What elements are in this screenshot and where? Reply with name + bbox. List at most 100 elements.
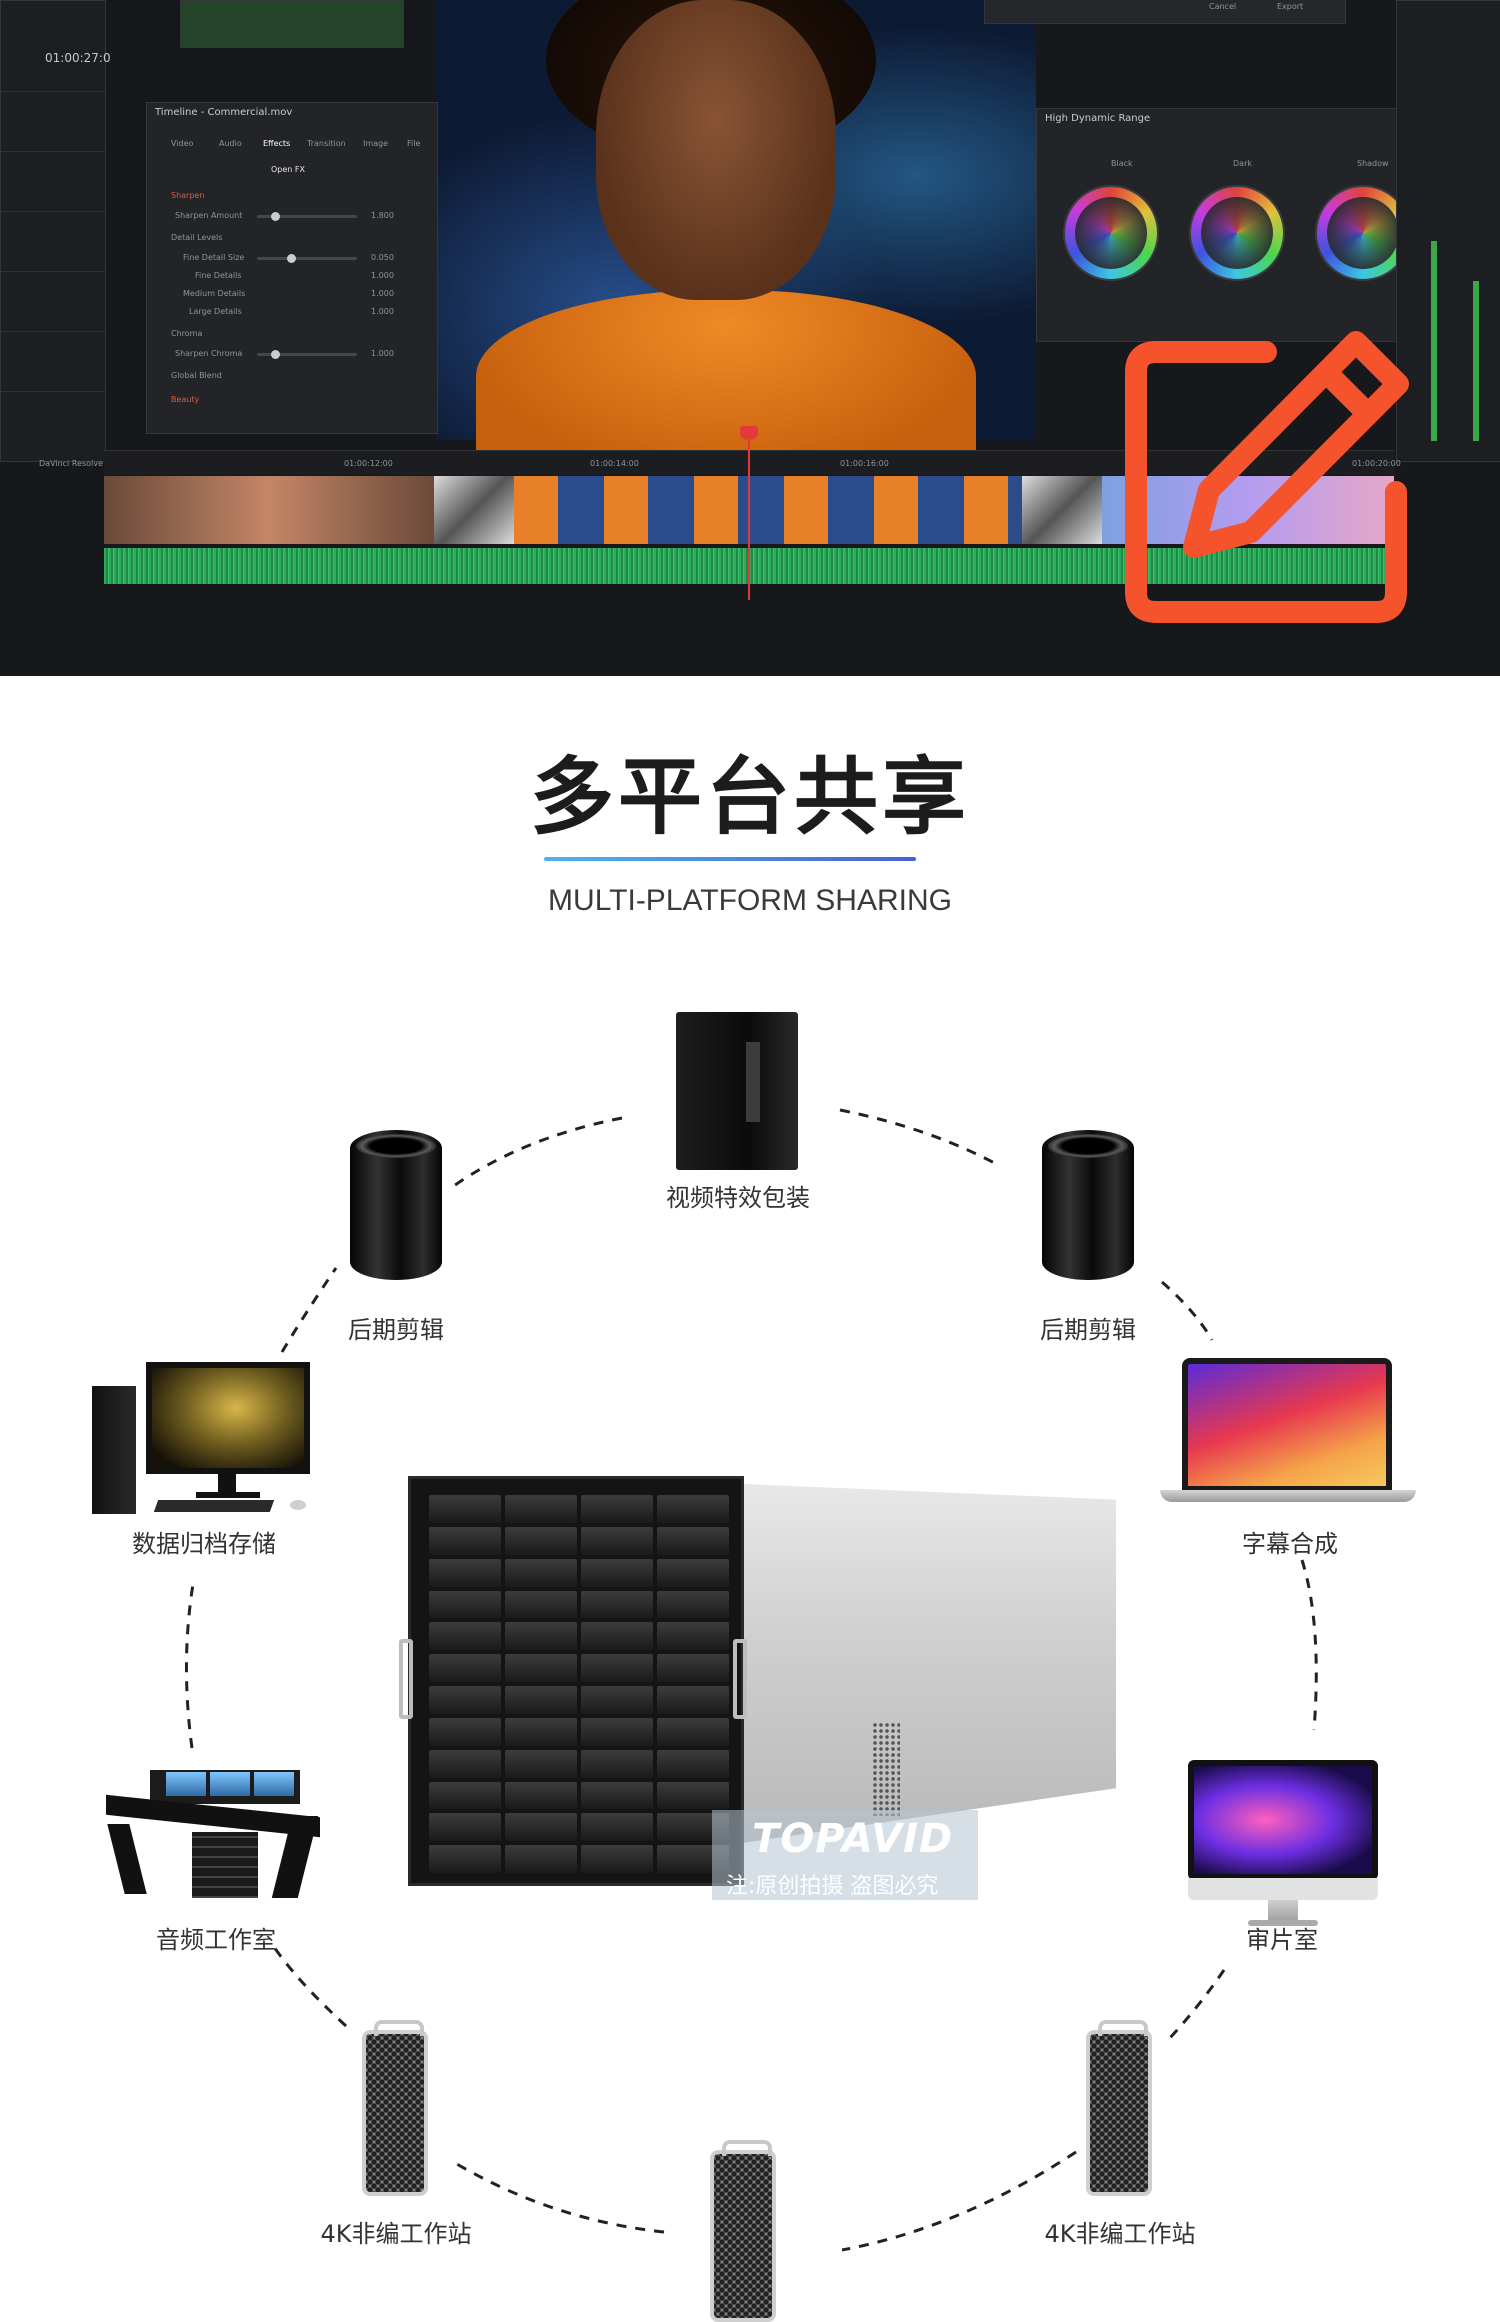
track-header-panel: 01:00:27:0 DaVinci Resolve bbox=[0, 0, 111, 468]
param-sharpen-amount: Sharpen Amount bbox=[175, 211, 243, 220]
slider-fine-detail-size[interactable] bbox=[257, 254, 357, 263]
value-large-details: 1.000 bbox=[371, 307, 394, 316]
node-label-vfx: 视频特效包装 bbox=[666, 1184, 810, 1212]
watermark-text: 注:原创拍摄 盗图必究 bbox=[726, 1874, 939, 1899]
chassis-vent bbox=[872, 1722, 900, 1816]
chassis-handle-left bbox=[399, 1639, 413, 1719]
title-underline bbox=[544, 857, 916, 861]
imac-stand bbox=[1268, 1900, 1298, 1922]
section-title: 多平台共享 bbox=[529, 748, 970, 846]
drive-bay-grid bbox=[429, 1495, 729, 1873]
audio-mixer bbox=[1396, 0, 1500, 462]
param-large-details: Large Details bbox=[189, 307, 242, 316]
laptop-icon bbox=[1182, 1358, 1392, 1492]
section-chroma: Chroma bbox=[171, 329, 203, 338]
color-wheel-shadow[interactable] bbox=[1315, 185, 1411, 281]
section-detail-levels: Detail Levels bbox=[171, 233, 223, 242]
studio-monitor-icon bbox=[254, 1772, 294, 1796]
ruler-timecode: 01:00:20:00 bbox=[1352, 459, 1401, 468]
param-medium-details: Medium Details bbox=[183, 289, 246, 298]
section-subtitle: MULTI-PLATFORM SHARING bbox=[548, 884, 952, 917]
export-button[interactable]: Export bbox=[1277, 2, 1304, 11]
inspector-title: Timeline - Commercial.mov bbox=[155, 107, 293, 118]
keyboard-icon bbox=[153, 1500, 275, 1512]
watermark-logo: TOPAVID bbox=[752, 1816, 954, 1862]
workstation-tower-icon bbox=[676, 1012, 798, 1170]
value-sharpen-chroma: 1.000 bbox=[371, 349, 394, 358]
slider-sharpen-amount[interactable] bbox=[257, 212, 357, 221]
cancel-button[interactable]: Cancel bbox=[1209, 2, 1237, 11]
section-global-blend: Global Blend bbox=[171, 371, 222, 380]
node-label-archive-storage: 数据归档存储 bbox=[132, 1530, 276, 1558]
editor-banner: 01:00:27:0 DaVinci Resolve Timeline - Co… bbox=[0, 0, 1500, 676]
mac-pro-cylinder-icon bbox=[350, 1130, 442, 1280]
tab-video[interactable]: Video bbox=[171, 139, 194, 148]
playhead[interactable] bbox=[740, 426, 758, 600]
inspector-panel: Timeline - Commercial.mov Video Audio Ef… bbox=[146, 102, 438, 434]
mouse-icon bbox=[290, 1500, 306, 1510]
color-wheel-black[interactable] bbox=[1063, 185, 1159, 281]
sweater bbox=[476, 290, 976, 470]
tab-image[interactable]: Image bbox=[363, 139, 389, 148]
inspector-tabs: Video Audio Effects Transition Image Fil… bbox=[161, 139, 431, 153]
node-label-4k-workstation-left: 4K非编工作站 bbox=[320, 2220, 472, 2248]
section-beauty: Beauty bbox=[171, 395, 200, 404]
mac-pro-cylinder-icon bbox=[1042, 1130, 1134, 1280]
ruler-timecode: 01:00:12:00 bbox=[344, 459, 393, 468]
pencil-edit-icon bbox=[1125, 331, 1409, 623]
param-fine-details: Fine Details bbox=[195, 271, 242, 280]
node-label-4k-workstation-right: 4K非编工作站 bbox=[1044, 2220, 1196, 2248]
imac-foot bbox=[1248, 1920, 1318, 1926]
mac-pro-tower-icon bbox=[1086, 2020, 1152, 2196]
imac-chin bbox=[1188, 1878, 1378, 1900]
node-label-subtitle-compositing: 字幕合成 bbox=[1242, 1530, 1338, 1558]
studio-monitor-icon bbox=[166, 1772, 206, 1796]
monitor-icon bbox=[146, 1362, 310, 1474]
node-label-post-editing-right: 后期剪辑 bbox=[1040, 1316, 1136, 1344]
laptop-base bbox=[1160, 1490, 1416, 1502]
tab-transition[interactable]: Transition bbox=[307, 139, 346, 148]
wheel-label-dark: Dark bbox=[1233, 159, 1252, 168]
studio-monitor-icon bbox=[210, 1772, 250, 1796]
monitor-foot bbox=[196, 1492, 260, 1498]
node-label-audio-studio: 音频工作室 bbox=[156, 1926, 276, 1954]
face bbox=[596, 0, 836, 300]
watermark: TOPAVID 注:原创拍摄 盗图必究 bbox=[712, 1810, 978, 1900]
mac-pro-tower-icon bbox=[710, 2140, 776, 2322]
export-dialog: Cancel Export bbox=[984, 0, 1346, 24]
studio-rack bbox=[192, 1832, 258, 1898]
section-sharpen: Sharpen bbox=[171, 191, 205, 200]
storage-chassis-side bbox=[744, 1484, 1116, 1843]
param-fine-detail-size: Fine Detail Size bbox=[183, 253, 245, 262]
value-medium-details: 1.000 bbox=[371, 289, 394, 298]
chassis-handle-right bbox=[733, 1639, 747, 1719]
tab-audio[interactable]: Audio bbox=[219, 139, 242, 148]
ruler-timecode: 01:00:16:00 bbox=[840, 459, 889, 468]
node-label-post-editing-left: 后期剪辑 bbox=[348, 1316, 444, 1344]
brand-text: DaVinci Resolve bbox=[39, 459, 103, 468]
imac-icon bbox=[1188, 1760, 1378, 1880]
open-fx-button[interactable]: Open FX bbox=[271, 165, 305, 174]
monitor-stand bbox=[218, 1472, 236, 1494]
tab-effects[interactable]: Effects bbox=[263, 139, 291, 148]
desktop-tower-icon bbox=[92, 1386, 136, 1514]
wheel-label-shadow: Shadow bbox=[1357, 159, 1389, 168]
value-fine-details: 1.000 bbox=[371, 271, 394, 280]
mac-pro-tower-icon bbox=[362, 2020, 428, 2196]
ruler-timecode: 01:00:14:00 bbox=[590, 459, 639, 468]
value-sharpen-amount: 1.800 bbox=[371, 211, 394, 220]
timecode-readout: 01:00:27:0 bbox=[45, 51, 111, 65]
hdr-panel: High Dynamic Range Black Dark Shadow bbox=[1036, 108, 1411, 342]
storage-server-chassis-icon bbox=[399, 1476, 747, 1886]
node-label-review-room: 审片室 bbox=[1246, 1926, 1318, 1954]
tab-file[interactable]: File bbox=[407, 139, 421, 148]
color-wheel-dark[interactable] bbox=[1189, 185, 1285, 281]
viewer-thumb bbox=[180, 0, 404, 48]
hdr-title: High Dynamic Range bbox=[1045, 113, 1151, 124]
param-sharpen-chroma: Sharpen Chroma bbox=[175, 349, 243, 358]
value-fine-detail-size: 0.050 bbox=[371, 253, 394, 262]
wheel-label-black: Black bbox=[1111, 159, 1133, 168]
slider-sharpen-chroma[interactable] bbox=[257, 350, 357, 359]
viewer-image bbox=[436, 0, 1036, 470]
